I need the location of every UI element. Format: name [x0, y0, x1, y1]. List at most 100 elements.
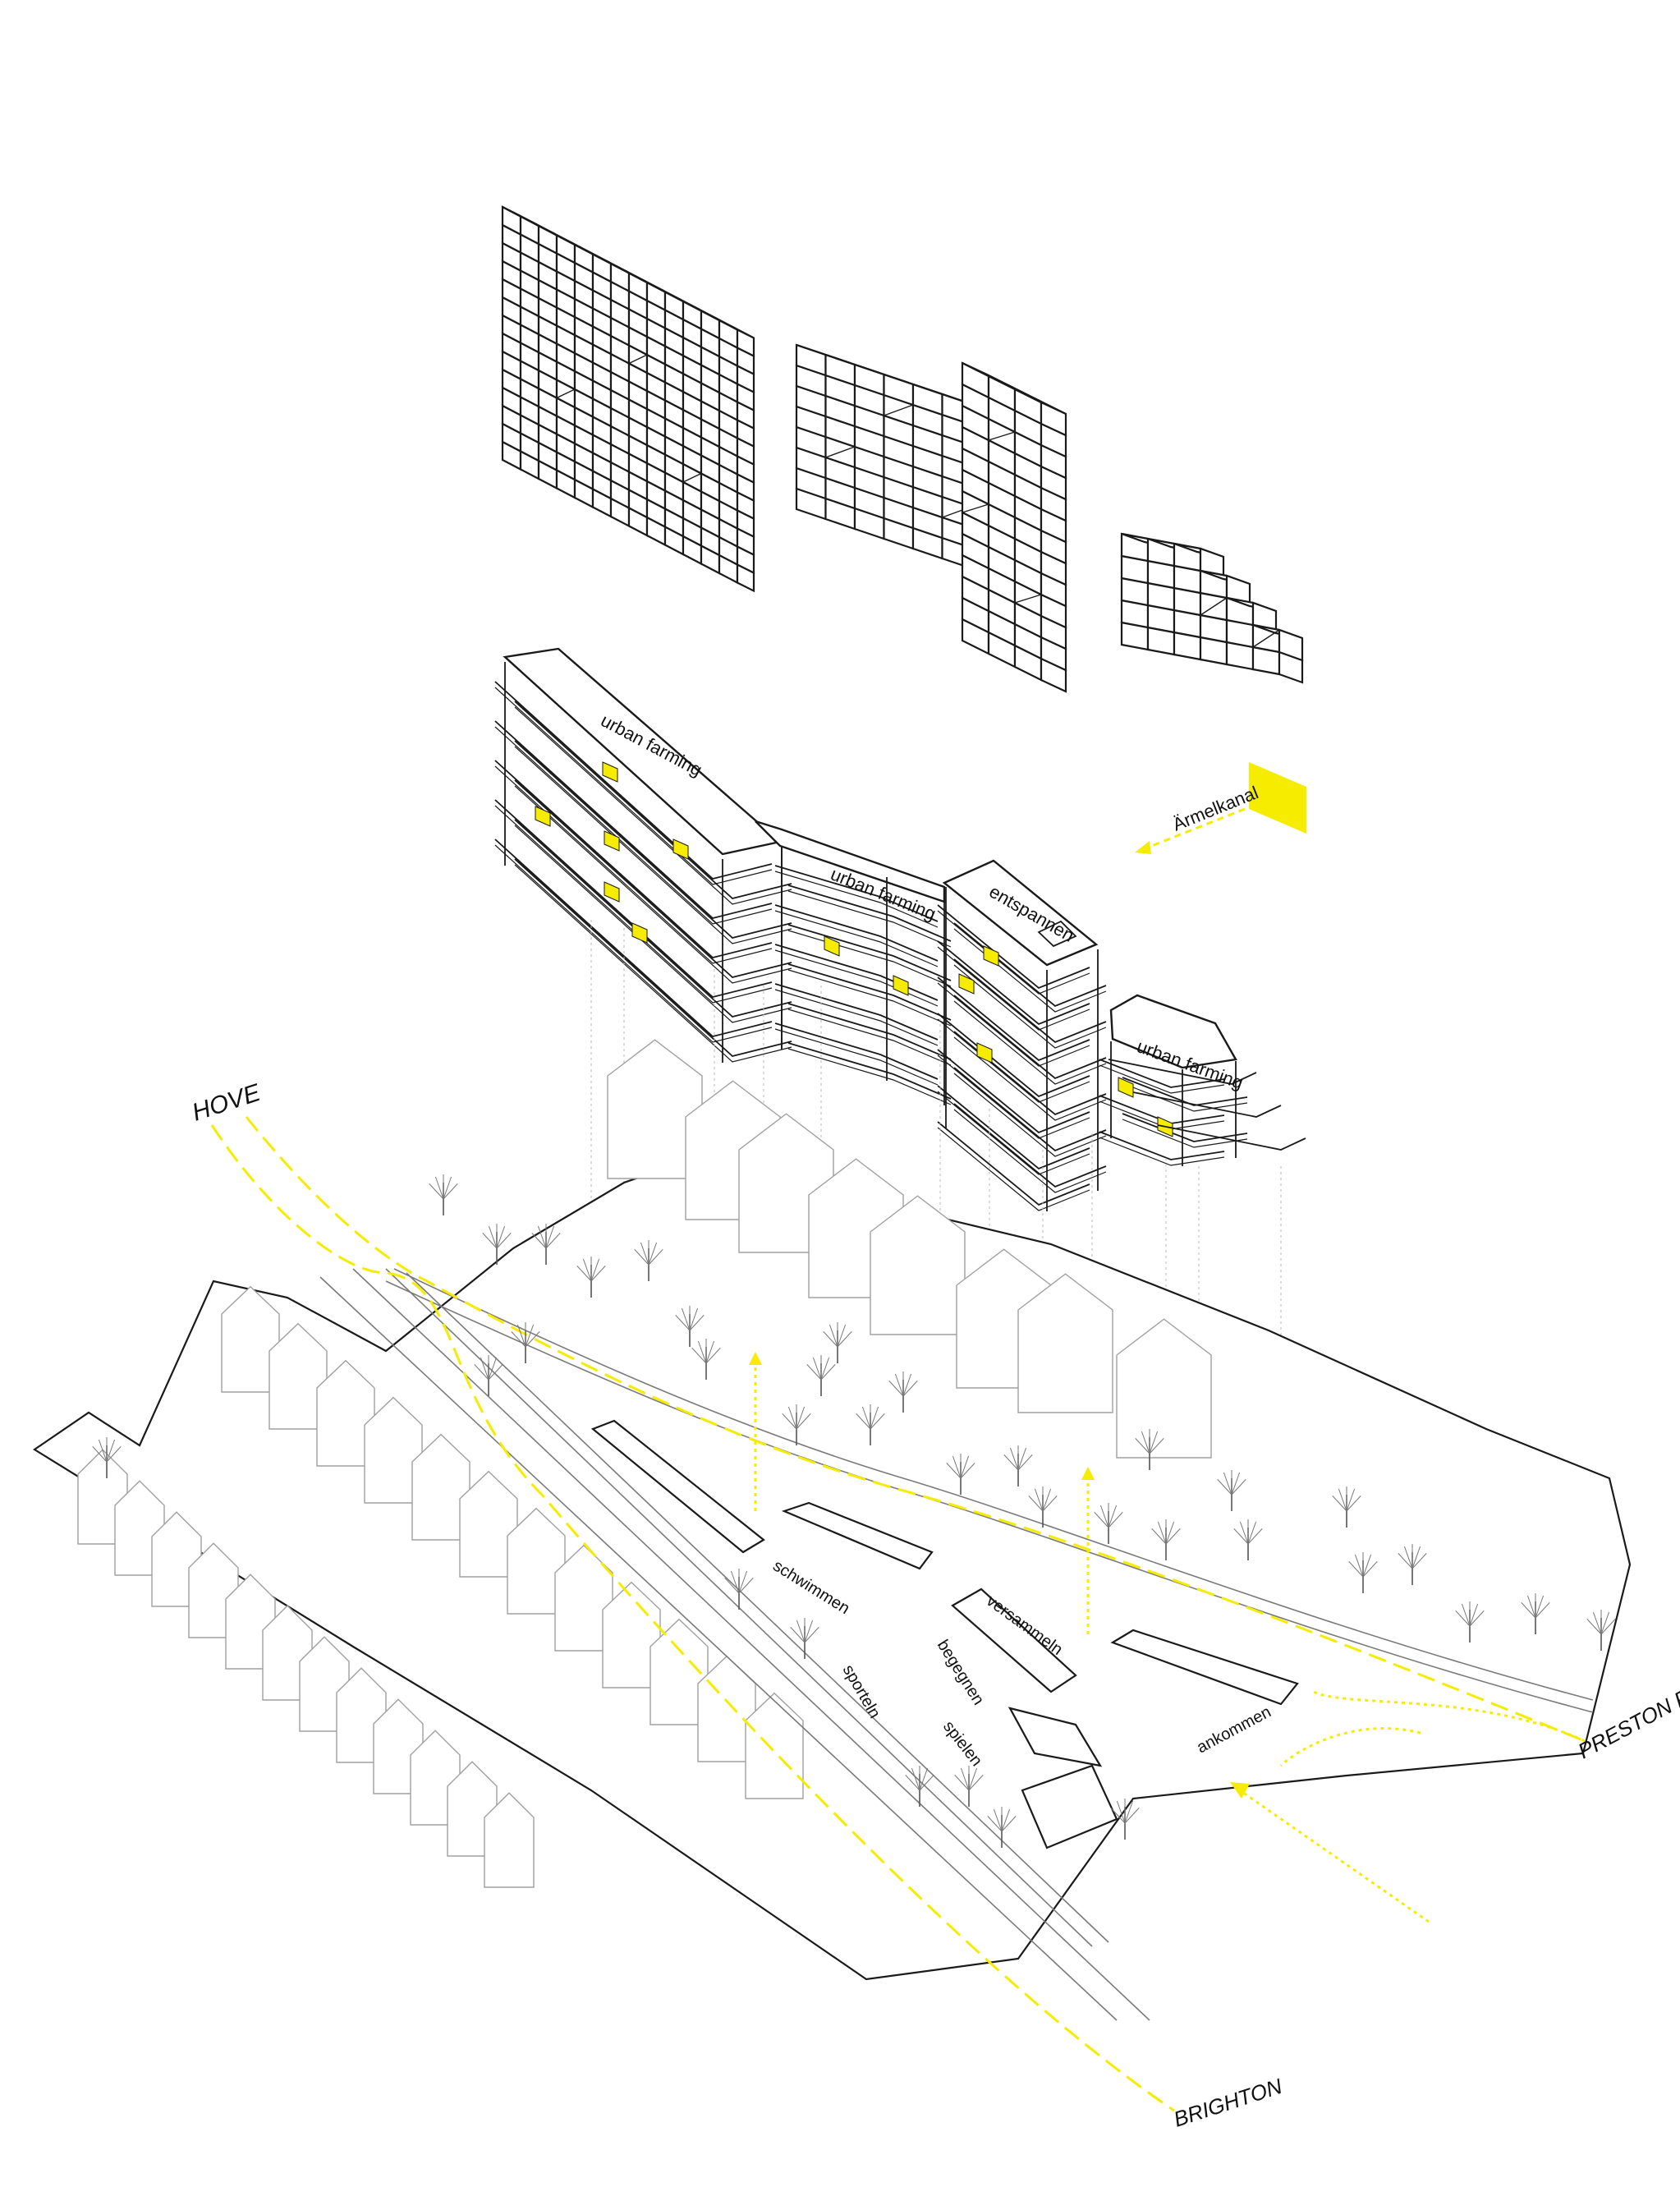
tree: [429, 1174, 458, 1215]
floor-edge: [514, 779, 792, 978]
tree-branch: [1469, 1603, 1479, 1627]
tree: [790, 1618, 819, 1659]
tree-branch: [1149, 1431, 1159, 1454]
tree-branch: [1362, 1554, 1372, 1578]
house-north: [1116, 1318, 1212, 1459]
tree-branch: [675, 1315, 691, 1331]
tree-branch: [1223, 1472, 1232, 1496]
tree-branch: [870, 1413, 885, 1430]
floor-edge: [787, 1009, 952, 1066]
tree-branch: [648, 1249, 663, 1266]
tree-branch: [1231, 1472, 1241, 1496]
tree-branch: [1354, 1554, 1364, 1578]
grid-diagonal: [884, 404, 914, 416]
tree-branch: [511, 1331, 526, 1348]
house-row-left: [484, 1792, 535, 1888]
yellow-window: [983, 945, 999, 967]
floor-edge: [494, 799, 773, 998]
tree-branch: [1455, 1610, 1471, 1627]
tree-branch: [837, 1331, 852, 1348]
tree-branch: [1348, 1561, 1364, 1578]
terrace-step: [1108, 1059, 1257, 1085]
grid-diagonal: [1014, 594, 1042, 604]
tree-branch: [812, 1357, 822, 1381]
tree: [782, 1404, 811, 1445]
tree-branch: [993, 1808, 1003, 1832]
tree-branch: [1403, 1546, 1413, 1569]
floor-edge: [1122, 1082, 1248, 1112]
tree-branch: [545, 1233, 561, 1249]
yellow-window: [631, 922, 648, 944]
tree-branch: [946, 1463, 962, 1479]
tree-branch: [738, 1570, 748, 1594]
tree-branch: [1003, 1454, 1019, 1471]
floor-edge: [787, 890, 952, 948]
tree: [1003, 1445, 1033, 1486]
tree-branch: [1247, 1528, 1263, 1545]
tree-branch: [790, 1627, 806, 1643]
tree-branch: [1535, 1602, 1550, 1619]
floor-edge: [1099, 1059, 1225, 1088]
tree-branch: [429, 1183, 444, 1200]
tree-branch: [1001, 1808, 1011, 1832]
yellow-window: [1118, 1077, 1134, 1098]
tree-branch: [1135, 1438, 1150, 1454]
floor-edge: [494, 765, 773, 964]
tree-branch: [724, 1578, 740, 1594]
floor-edge: [937, 1085, 1090, 1170]
floor-edge: [787, 969, 952, 1027]
tree-branch: [496, 1225, 506, 1249]
tree-branch: [1332, 1496, 1347, 1512]
tree-branch: [1346, 1488, 1356, 1512]
tree: [1586, 1610, 1616, 1651]
tree-branch: [1398, 1553, 1413, 1569]
tree-branch: [1149, 1438, 1164, 1454]
tree-branch: [1165, 1528, 1181, 1545]
grid-side: [1040, 401, 1067, 437]
building-east: [1099, 994, 1248, 1166]
terrace-step: [1132, 1091, 1282, 1118]
floor-edge: [937, 946, 1090, 1031]
tree-branch: [474, 1364, 489, 1381]
tree: [675, 1306, 705, 1347]
floor-edge: [774, 904, 939, 962]
tree-branch: [537, 1225, 547, 1249]
roof-slab: [755, 820, 946, 903]
ventilation-panel: [1249, 762, 1306, 834]
ventilation-arrow-line: [1145, 807, 1246, 850]
tree: [92, 1437, 122, 1478]
tree-branch: [1017, 1447, 1027, 1471]
grid-side: [1278, 628, 1304, 662]
ventilation-label: Ärmelkanal: [1170, 782, 1261, 834]
tree-branch: [525, 1324, 535, 1348]
tree-branch: [1461, 1603, 1471, 1627]
tree: [724, 1569, 754, 1610]
tree-branch: [1151, 1528, 1167, 1545]
floor-edge: [1099, 1137, 1225, 1166]
tree-branch: [823, 1331, 838, 1348]
tree: [946, 1454, 975, 1495]
tree-branch: [1001, 1816, 1017, 1832]
floor-edge: [1122, 1113, 1248, 1142]
tree: [474, 1355, 503, 1396]
tree-branch: [968, 1767, 978, 1791]
tree-branch: [1034, 1488, 1044, 1512]
floor-edge: [774, 949, 939, 1007]
floor-edge: [494, 726, 773, 925]
grid-diagonal: [1200, 597, 1228, 616]
floor-edge: [937, 1013, 1090, 1098]
rail-line: [406, 1272, 1109, 1943]
tree: [888, 1371, 918, 1413]
tree-branch: [582, 1258, 592, 1282]
tree-branch: [787, 1406, 797, 1430]
tree: [806, 1355, 836, 1396]
tree-branch: [1600, 1611, 1610, 1635]
floor-edge: [494, 844, 773, 1043]
tree: [1135, 1429, 1164, 1470]
arrival-arrow-line: [1239, 1789, 1430, 1923]
tree-branch: [545, 1225, 555, 1249]
tree-branch: [1124, 1800, 1134, 1824]
tree-branch: [689, 1315, 705, 1331]
floor-edge: [953, 1067, 1107, 1152]
tree: [823, 1322, 852, 1363]
